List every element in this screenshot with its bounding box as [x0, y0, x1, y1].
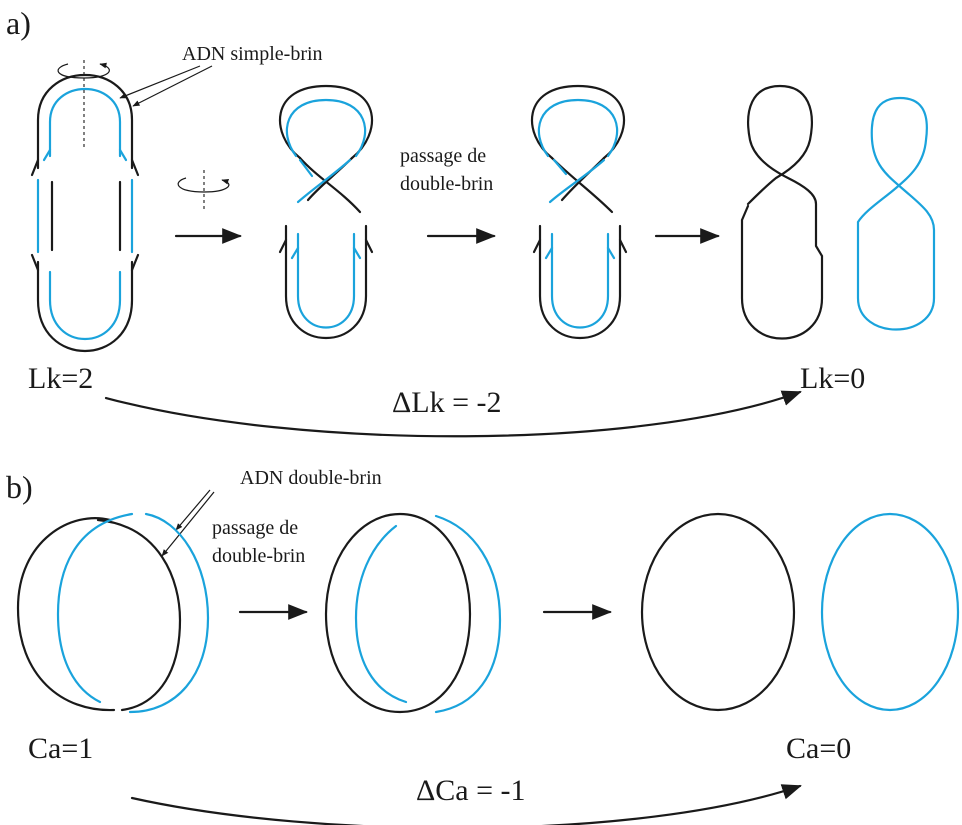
- panel-b-label: b): [6, 469, 33, 505]
- pointer-line-3: [176, 490, 210, 530]
- passage-label-b-1: passage de: [212, 517, 298, 539]
- passage-label-a-2: double-brin: [400, 173, 493, 195]
- dna-loop-lk2: [32, 75, 138, 351]
- single-strand-annotation: ADN simple-brin: [182, 43, 323, 65]
- dna-figure-eight-2: [532, 86, 626, 338]
- catenane-passage: [326, 514, 500, 712]
- ring-blue: [822, 514, 958, 710]
- dna-figure-eight-1: [280, 86, 372, 338]
- ca-start-label: Ca=1: [28, 732, 93, 765]
- pointer-line-2: [133, 66, 212, 106]
- single-strand-black: [742, 86, 822, 339]
- catenane-linked: [18, 514, 208, 712]
- ca-end-label: Ca=0: [786, 732, 851, 765]
- lk-start-label: Lk=2: [28, 362, 93, 395]
- delta-lk-label: ΔLk = -2: [392, 386, 502, 419]
- pointer-line-1: [120, 66, 200, 98]
- single-strand-blue: [858, 98, 934, 330]
- panel-a-label: a): [6, 5, 31, 41]
- ring-black: [642, 514, 794, 710]
- passage-label-b-2: double-brin: [212, 545, 305, 567]
- passage-label-a-1: passage de: [400, 145, 486, 167]
- double-strand-annotation: ADN double-brin: [240, 467, 382, 489]
- delta-ca-label: ΔCa = -1: [416, 774, 526, 807]
- lk-end-label: Lk=0: [800, 362, 865, 395]
